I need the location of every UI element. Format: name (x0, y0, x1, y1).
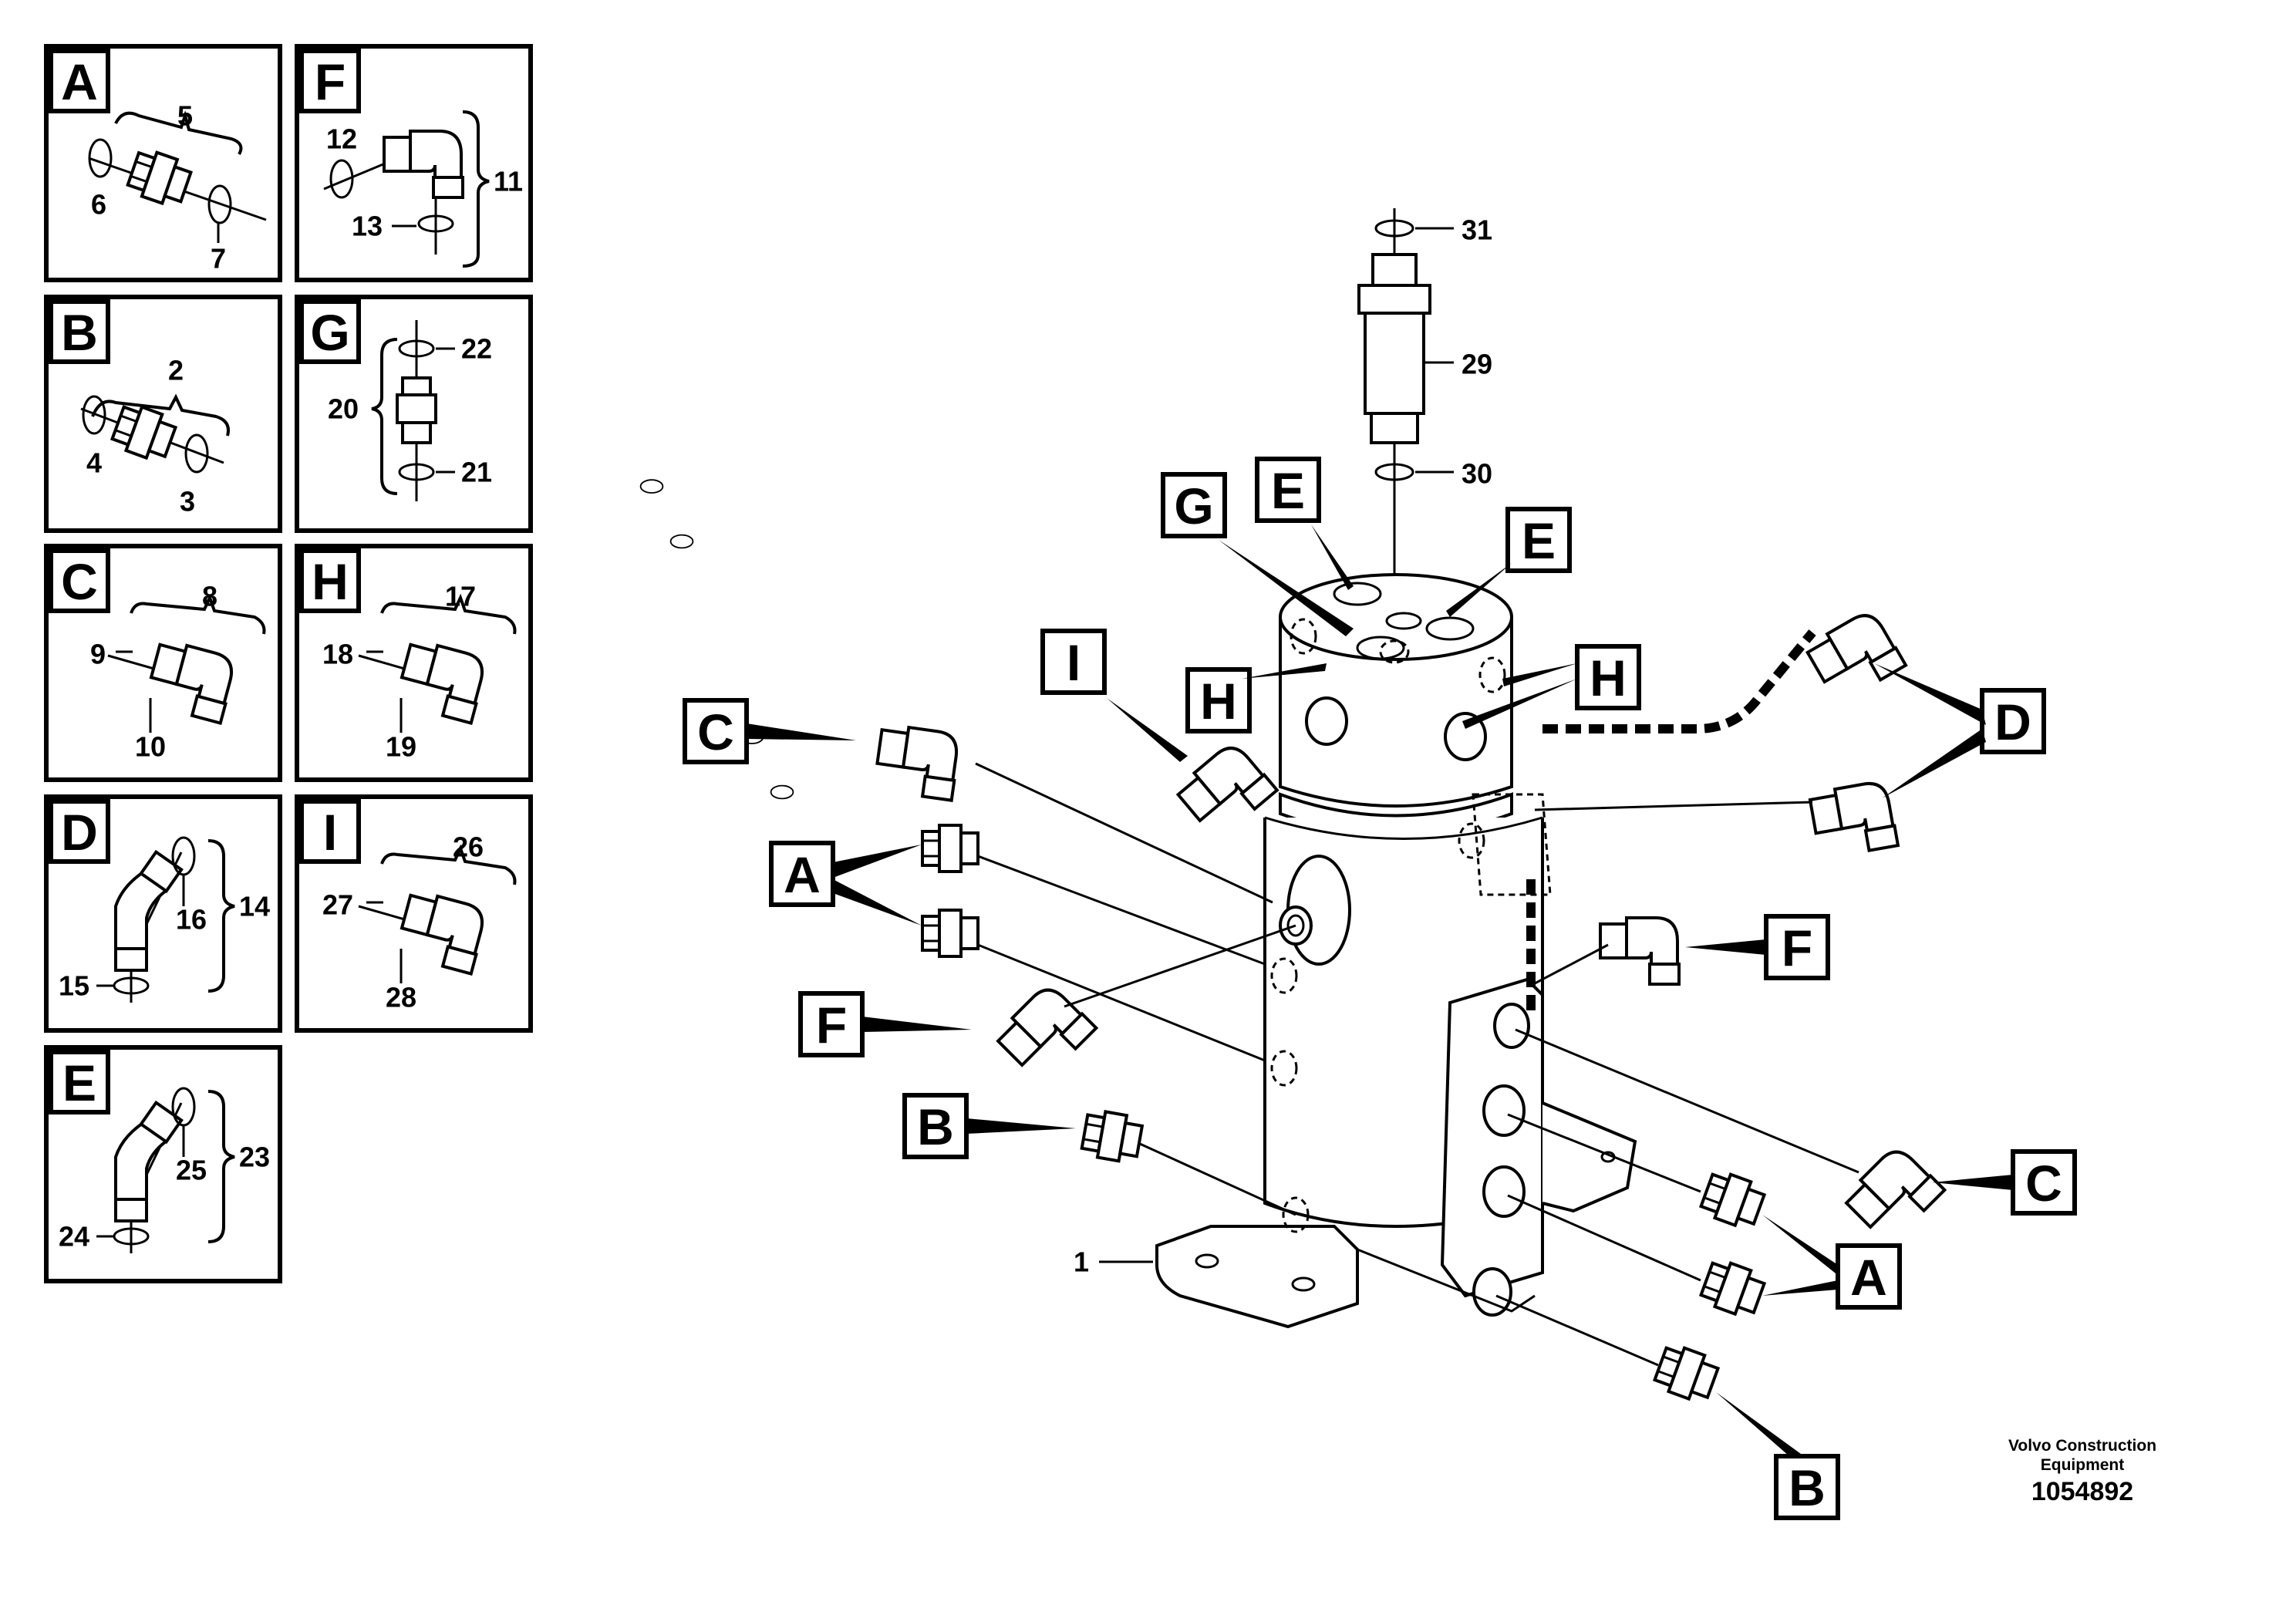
publisher-footer: Volvo Construction Equipment 1054892 (1959, 1436, 2206, 1509)
callout-A-left: A (769, 841, 922, 926)
callout-C-right: C (1932, 1149, 2077, 1216)
callout-B-right: B (1716, 1392, 1840, 1520)
drawing-number: 1054892 (2031, 1477, 2134, 1506)
svg-text:G: G (1174, 477, 1213, 534)
svg-text:B: B (917, 1098, 954, 1155)
part-number: 30 (1462, 458, 1492, 490)
part-number: 23 (239, 1141, 270, 1173)
callout-G: G (1161, 472, 1354, 636)
svg-text:E: E (1271, 462, 1305, 519)
part-number: 1 (1074, 1246, 1089, 1278)
part-number: 3 (180, 486, 195, 518)
svg-text:H: H (1590, 649, 1627, 706)
part-number: 20 (328, 393, 359, 425)
part-number: 8 (202, 581, 217, 612)
svg-text:C: C (2025, 1155, 2062, 1212)
part-number: 14 (239, 891, 270, 922)
panel-label: H (312, 553, 349, 610)
callout-I: I (1040, 629, 1188, 762)
panel-C: C 8 9 10 (44, 544, 443, 782)
part-number: 24 (59, 1221, 89, 1253)
panel-A: A 5 6 7 (44, 44, 282, 282)
part-number: 19 (386, 731, 416, 763)
part-number: 26 (453, 831, 484, 863)
panel-label: I (323, 804, 337, 861)
part-number: 17 (445, 581, 476, 612)
panel-G: G 22 20 21 (295, 295, 533, 533)
svg-text:C: C (697, 703, 734, 760)
part-number: 6 (91, 189, 106, 221)
panel-label: G (310, 304, 349, 361)
panel-H: H 17 18 19 (295, 479, 694, 782)
svg-text:H: H (1200, 673, 1237, 730)
svg-text:F: F (1782, 919, 1812, 976)
callout-F-left: F (798, 991, 972, 1057)
svg-text:E: E (1522, 512, 1556, 569)
panel-label: B (61, 304, 98, 361)
part-number: 7 (211, 243, 226, 275)
svg-text:F: F (816, 996, 847, 1054)
panel-label: D (61, 804, 98, 861)
part-number: 27 (322, 889, 353, 921)
swivel-joint-assembly: 31 29 30 1 (683, 208, 2077, 1520)
svg-text:D: D (1994, 693, 2031, 750)
callout-B-left: B (902, 1093, 1076, 1159)
callout-E-left: E (1255, 457, 1354, 590)
part-number: 29 (1462, 349, 1492, 380)
callout-H-right: H (1462, 644, 1641, 729)
svg-text:I: I (1067, 634, 1081, 691)
brand-line-1: Volvo Construction (2008, 1437, 2157, 1455)
panel-B: B 2 4 3 (44, 295, 282, 533)
part-number: 4 (86, 447, 102, 479)
part-number: 11 (494, 166, 523, 197)
part-number: 16 (176, 904, 207, 936)
panel-label: E (62, 1054, 96, 1111)
panel-label: A (61, 53, 98, 110)
panel-F: F 12 11 13 (295, 44, 533, 282)
callout-D: D (1874, 663, 2046, 798)
part-number: 12 (326, 123, 357, 155)
panel-D: D 16 14 15 (44, 794, 282, 1033)
part-number: 5 (177, 100, 193, 132)
part-number: 9 (90, 639, 106, 670)
panel-E: E 25 23 24 (44, 1045, 282, 1283)
callout-E-right: E (1446, 507, 1572, 617)
part-number: 31 (1462, 214, 1492, 246)
panel-I: I 26 27 28 (295, 730, 794, 1033)
part-number: 10 (135, 731, 166, 763)
callout-A-right: A (1762, 1215, 1902, 1310)
panel-label: C (61, 553, 98, 610)
callout-C-left: C (683, 698, 856, 764)
svg-text:A: A (1850, 1249, 1887, 1306)
brand-line-2: Equipment (2040, 1456, 2125, 1474)
callout-F-right: F (1685, 914, 1830, 980)
svg-text:B: B (1789, 1459, 1826, 1516)
part-number: 2 (168, 355, 184, 386)
part-number: 25 (176, 1155, 207, 1186)
part-number: 15 (59, 970, 89, 1002)
part-number: 21 (461, 457, 492, 488)
panel-label: F (315, 53, 346, 110)
svg-text:A: A (784, 846, 821, 903)
part-number: 28 (386, 982, 416, 1013)
part-number: 18 (322, 639, 353, 670)
part-number: 13 (352, 211, 383, 242)
callout-H-left: H (1185, 663, 1327, 733)
part-number: 22 (461, 333, 492, 365)
